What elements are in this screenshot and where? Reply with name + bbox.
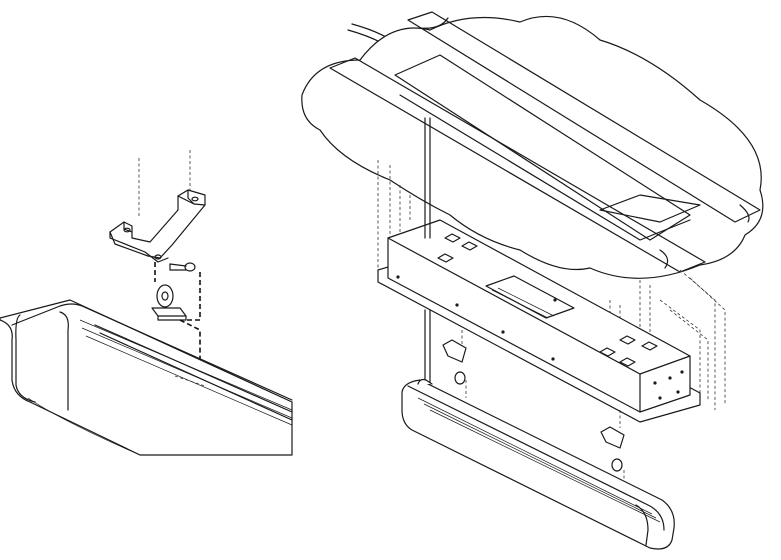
mounting-box	[377, 219, 701, 423]
assembly-path-line	[154, 262, 201, 388]
mounting-bracket	[109, 189, 206, 263]
pulley-clip	[151, 284, 187, 321]
right-assembly-view	[301, 11, 764, 550]
housing	[401, 378, 675, 550]
ceiling-frame	[301, 11, 764, 279]
bracket-alignment-lines	[138, 150, 191, 218]
bolt	[169, 262, 196, 272]
end-cap-housing	[0, 299, 293, 456]
suspension-rod	[424, 309, 431, 386]
left-detail-view	[0, 150, 293, 456]
hanger-clips	[442, 330, 625, 488]
box-bolt-holes	[396, 275, 684, 400]
box-cutouts	[437, 233, 658, 367]
